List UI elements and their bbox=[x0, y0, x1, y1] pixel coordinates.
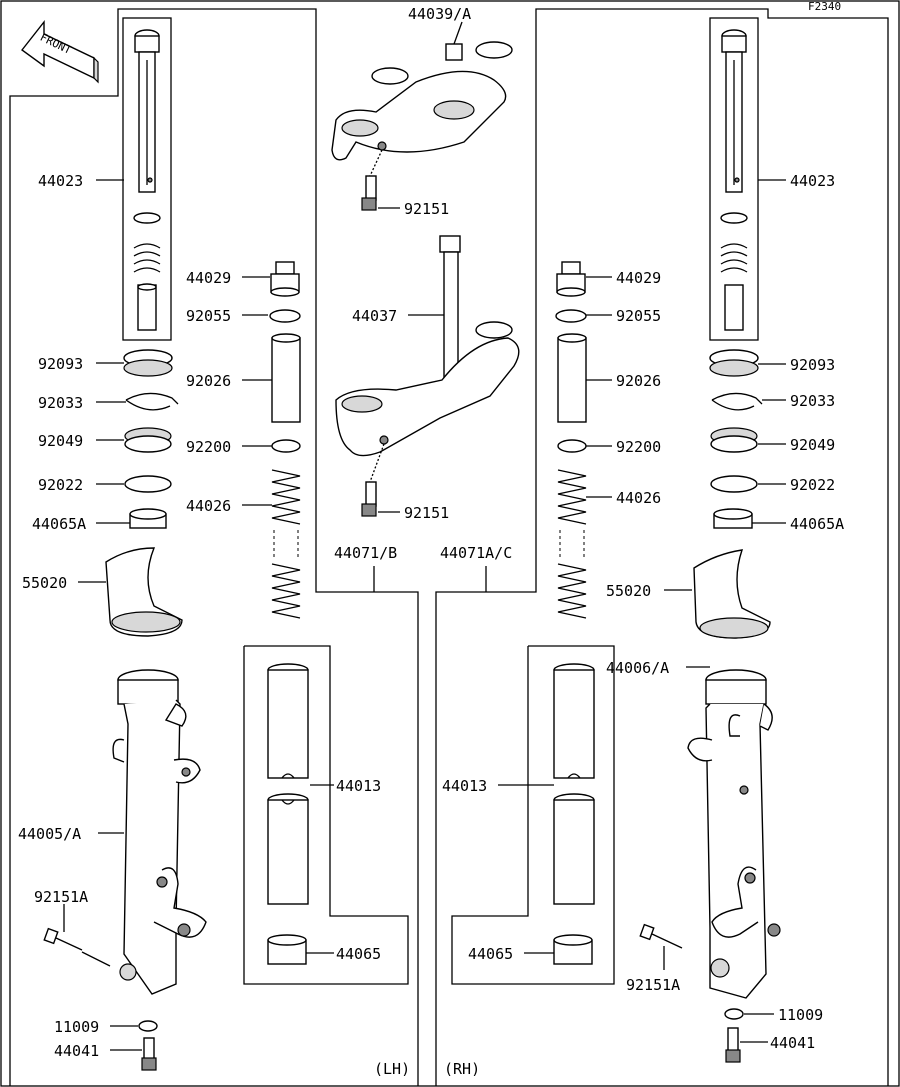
rh-part-44006A bbox=[687, 669, 781, 999]
rh-part-92026 bbox=[557, 333, 587, 423]
center-part-92151-bottom bbox=[361, 481, 377, 517]
label-rh-44023: 44023 bbox=[790, 172, 835, 190]
label-lh-44026: 44026 bbox=[186, 497, 231, 515]
lh-part-44065A bbox=[129, 508, 167, 529]
rh-part-44065 bbox=[553, 934, 593, 965]
lh-part-44029 bbox=[270, 261, 300, 297]
label-rh-44006A: 44006/A bbox=[606, 659, 669, 677]
rh-frame bbox=[435, 8, 889, 1086]
lh-part-92049 bbox=[124, 427, 172, 453]
rh-part-92033 bbox=[711, 392, 763, 411]
label-rh-92022: 92022 bbox=[790, 476, 835, 494]
label-rh-44065A: 44065A bbox=[790, 515, 844, 533]
front-arrow-icon: FRONT bbox=[21, 19, 99, 84]
label-rh-92026: 92026 bbox=[616, 372, 661, 390]
lh-part-92151A bbox=[43, 927, 83, 951]
label-lh-92093: 92093 bbox=[38, 355, 83, 373]
label-rh-92093: 92093 bbox=[790, 356, 835, 374]
label-lh-44029: 44029 bbox=[186, 269, 231, 287]
label-rh-44071C: 44071A/C bbox=[440, 544, 512, 562]
label-center-92151-top: 92151 bbox=[404, 200, 449, 218]
lh-part-92200 bbox=[271, 439, 301, 453]
figure-code: F2340 bbox=[808, 0, 841, 13]
center-part-44039A bbox=[331, 41, 513, 161]
label-rh-44029: 44029 bbox=[616, 269, 661, 287]
label-lh-92049: 92049 bbox=[38, 432, 83, 450]
labels: 44023 44029 92055 92093 92026 92033 9204… bbox=[18, 5, 844, 1078]
rh-part-92022 bbox=[710, 475, 758, 493]
label-rh-44041: 44041 bbox=[770, 1034, 815, 1052]
lh-part-92055 bbox=[269, 309, 301, 323]
rh-part-92093 bbox=[709, 349, 759, 377]
label-rh-11009: 11009 bbox=[778, 1006, 823, 1024]
lh-part-92033 bbox=[125, 392, 179, 411]
label-lh-92022: 92022 bbox=[38, 476, 83, 494]
label-lh-44071B: 44071/B bbox=[334, 544, 397, 562]
rh-part-11009 bbox=[724, 1008, 744, 1020]
label-lh-44005A: 44005/A bbox=[18, 825, 81, 843]
rh-part-92055 bbox=[555, 309, 587, 323]
lh-cartridge-box bbox=[122, 17, 172, 341]
label-lh-44065A: 44065A bbox=[32, 515, 86, 533]
center-part-92151-top bbox=[361, 175, 377, 211]
lh-frame bbox=[9, 8, 419, 1086]
label-rh-44026: 44026 bbox=[616, 489, 661, 507]
label-lh-92033: 92033 bbox=[38, 394, 83, 412]
lh-inner-tube-box bbox=[243, 645, 409, 985]
rh-part-44041 bbox=[725, 1027, 741, 1063]
label-rh-92055: 92055 bbox=[616, 307, 661, 325]
label-lh-44041: 44041 bbox=[54, 1042, 99, 1060]
label-rh-92049: 92049 bbox=[790, 436, 835, 454]
rh-part-44023 bbox=[720, 29, 748, 331]
lh-part-11009 bbox=[138, 1020, 158, 1032]
rh-part-55020 bbox=[693, 549, 771, 639]
lh-part-44013 bbox=[267, 663, 309, 905]
label-rh-44065: 44065 bbox=[468, 945, 513, 963]
rh-part-92151A bbox=[639, 923, 683, 949]
side-label-rh: (RH) bbox=[444, 1060, 480, 1078]
rh-part-44029 bbox=[556, 261, 586, 297]
lh-part-92026 bbox=[271, 333, 301, 423]
side-label-lh: (LH) bbox=[374, 1060, 410, 1078]
rh-cartridge-box bbox=[709, 17, 759, 341]
lh-part-44023 bbox=[133, 29, 161, 331]
label-rh-92033: 92033 bbox=[790, 392, 835, 410]
label-lh-92055: 92055 bbox=[186, 307, 231, 325]
label-lh-11009: 11009 bbox=[54, 1018, 99, 1036]
rh-part-44013 bbox=[553, 663, 595, 905]
label-lh-92026: 92026 bbox=[186, 372, 231, 390]
rh-part-44065A bbox=[713, 508, 753, 529]
lh-part-92022 bbox=[124, 475, 172, 493]
label-lh-55020: 55020 bbox=[22, 574, 67, 592]
lh-part-92093 bbox=[123, 349, 173, 377]
label-rh-55020: 55020 bbox=[606, 582, 651, 600]
rh-part-44026 bbox=[557, 469, 587, 619]
lh-part-55020 bbox=[105, 547, 183, 637]
lh-part-44065 bbox=[267, 934, 307, 965]
lh-part-44005A bbox=[112, 669, 207, 995]
label-center-44039A: 44039/A bbox=[408, 5, 471, 23]
label-lh-44065: 44065 bbox=[336, 945, 381, 963]
label-center-44037: 44037 bbox=[352, 307, 397, 325]
label-lh-44023: 44023 bbox=[38, 172, 83, 190]
label-rh-92151A: 92151A bbox=[626, 976, 680, 994]
label-rh-44013: 44013 bbox=[442, 777, 487, 795]
rh-part-92200 bbox=[557, 439, 587, 453]
leader-lines bbox=[63, 21, 786, 1051]
label-lh-92200: 92200 bbox=[186, 438, 231, 456]
center-part-44037 bbox=[335, 235, 520, 457]
lh-part-44041 bbox=[141, 1037, 157, 1071]
label-rh-92200: 92200 bbox=[616, 438, 661, 456]
rh-inner-tube-box bbox=[451, 645, 615, 985]
label-lh-92151A: 92151A bbox=[34, 888, 88, 906]
lh-part-44026 bbox=[271, 469, 301, 619]
rh-part-92049 bbox=[710, 427, 758, 453]
label-lh-44013: 44013 bbox=[336, 777, 381, 795]
label-center-92151-bottom: 92151 bbox=[404, 504, 449, 522]
